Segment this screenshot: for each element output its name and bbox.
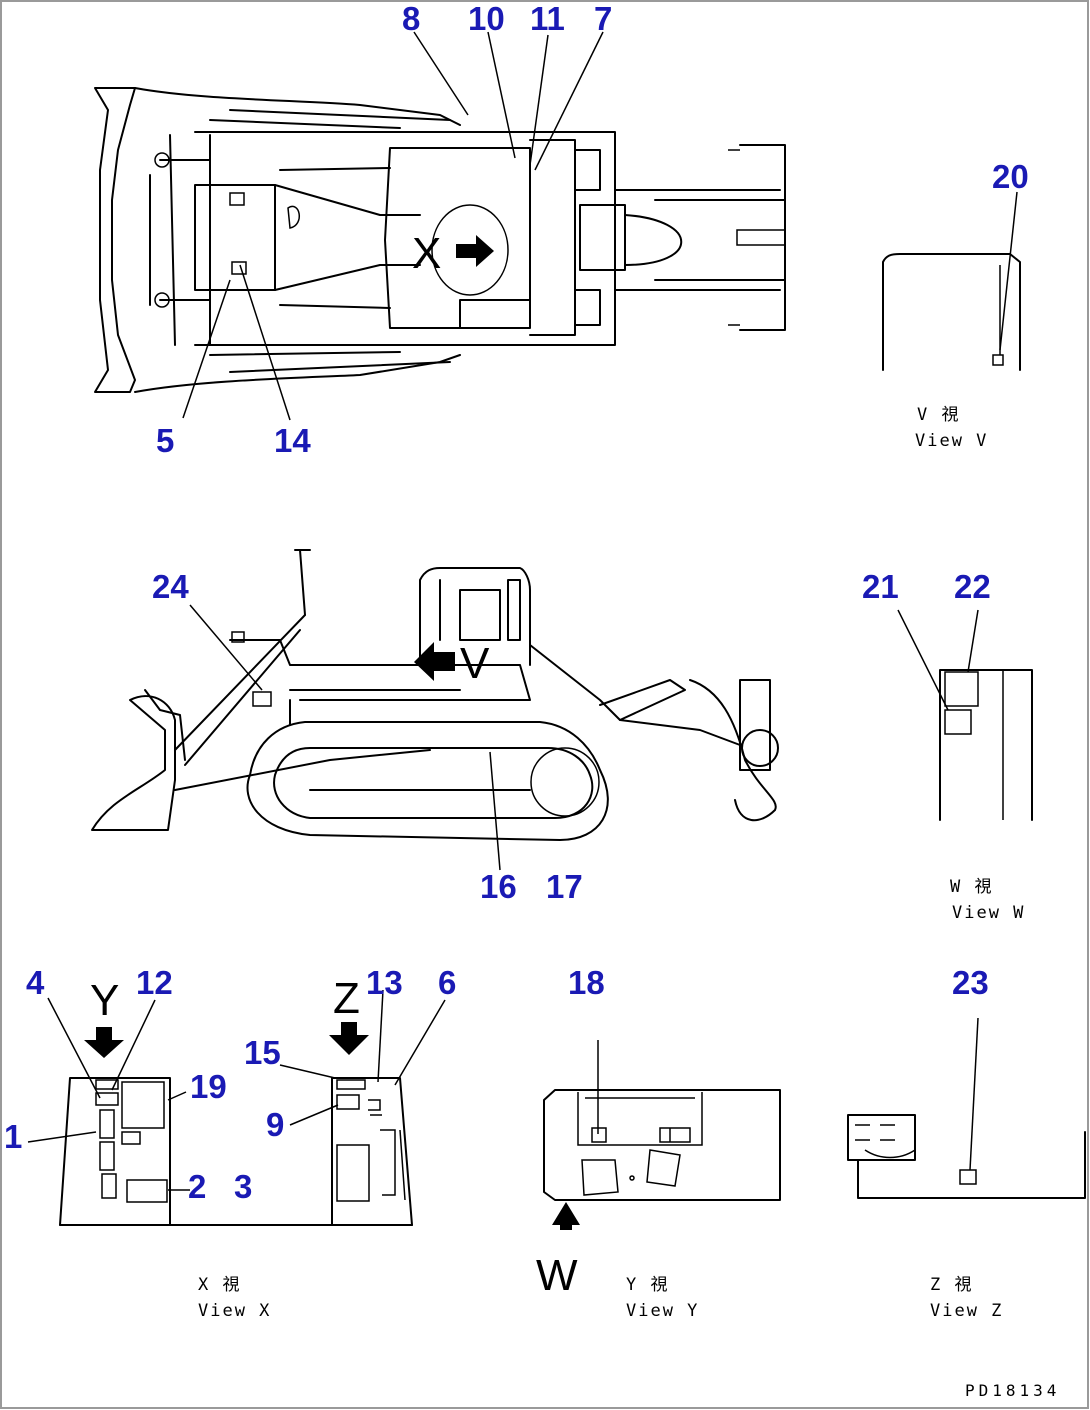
view-x-drawing: [27, 989, 446, 1226]
view-v-drawing: [882, 191, 1021, 371]
view-w-caption-jp: W 視: [950, 877, 993, 897]
callout-10: 10: [468, 0, 505, 37]
view-v-caption-en: View V: [915, 431, 988, 451]
callout-5: 5: [156, 422, 174, 459]
callout-24: 24: [152, 568, 189, 605]
callout-19: 19: [190, 1068, 227, 1105]
view-x-caption-jp: X 視: [198, 1275, 241, 1295]
view-w-caption-en: View W: [952, 903, 1025, 923]
callout-16: 16: [480, 868, 517, 905]
top-view-drawing: [94, 31, 786, 421]
callout-11: 11: [530, 0, 565, 37]
callout-23: 23: [952, 964, 989, 1001]
callout-15: 15: [244, 1034, 281, 1071]
view-v-arrow: [414, 642, 455, 681]
view-x-letter: X: [412, 229, 441, 278]
callout-1: 1: [4, 1118, 22, 1155]
view-x-arrow: [456, 235, 494, 267]
callout-labels: 8 10 11 7 20 5 14 24 21 22 16 17 4 12 1 …: [4, 0, 1029, 1205]
callout-3: 3: [234, 1168, 252, 1205]
callout-17: 17: [546, 868, 583, 905]
view-w-letter: W: [536, 1251, 578, 1300]
view-w-drawing: [897, 609, 1033, 821]
callout-21: 21: [862, 568, 899, 605]
view-y-caption-en: View Y: [626, 1301, 699, 1321]
callout-2: 2: [188, 1168, 206, 1205]
callout-14: 14: [274, 422, 311, 459]
callout-9: 9: [266, 1106, 284, 1143]
callout-22: 22: [954, 568, 991, 605]
callout-6: 6: [438, 964, 456, 1001]
view-v-caption-jp: V 視: [917, 405, 960, 425]
view-v-letter: V: [460, 639, 490, 688]
callout-20: 20: [992, 158, 1029, 195]
callout-4: 4: [26, 964, 45, 1001]
view-y-caption-jp: Y 視: [626, 1275, 669, 1295]
view-z-drawing: [847, 1017, 1086, 1199]
callout-13: 13: [366, 964, 403, 1001]
view-z-letter: Z: [333, 974, 360, 1023]
view-z-caption-jp: Z 視: [930, 1275, 973, 1295]
view-z-caption-en: View Z: [930, 1301, 1003, 1321]
callout-7: 7: [594, 0, 612, 37]
view-x-caption-en: View X: [198, 1301, 271, 1321]
view-y-drawing: [543, 1040, 781, 1230]
drawing-code: PD18134: [965, 1381, 1060, 1400]
callout-12: 12: [136, 964, 173, 1001]
callout-8: 8: [402, 0, 420, 37]
view-y-letter: Y: [90, 976, 119, 1025]
side-view-drawing: [91, 549, 779, 871]
callout-18: 18: [568, 964, 605, 1001]
